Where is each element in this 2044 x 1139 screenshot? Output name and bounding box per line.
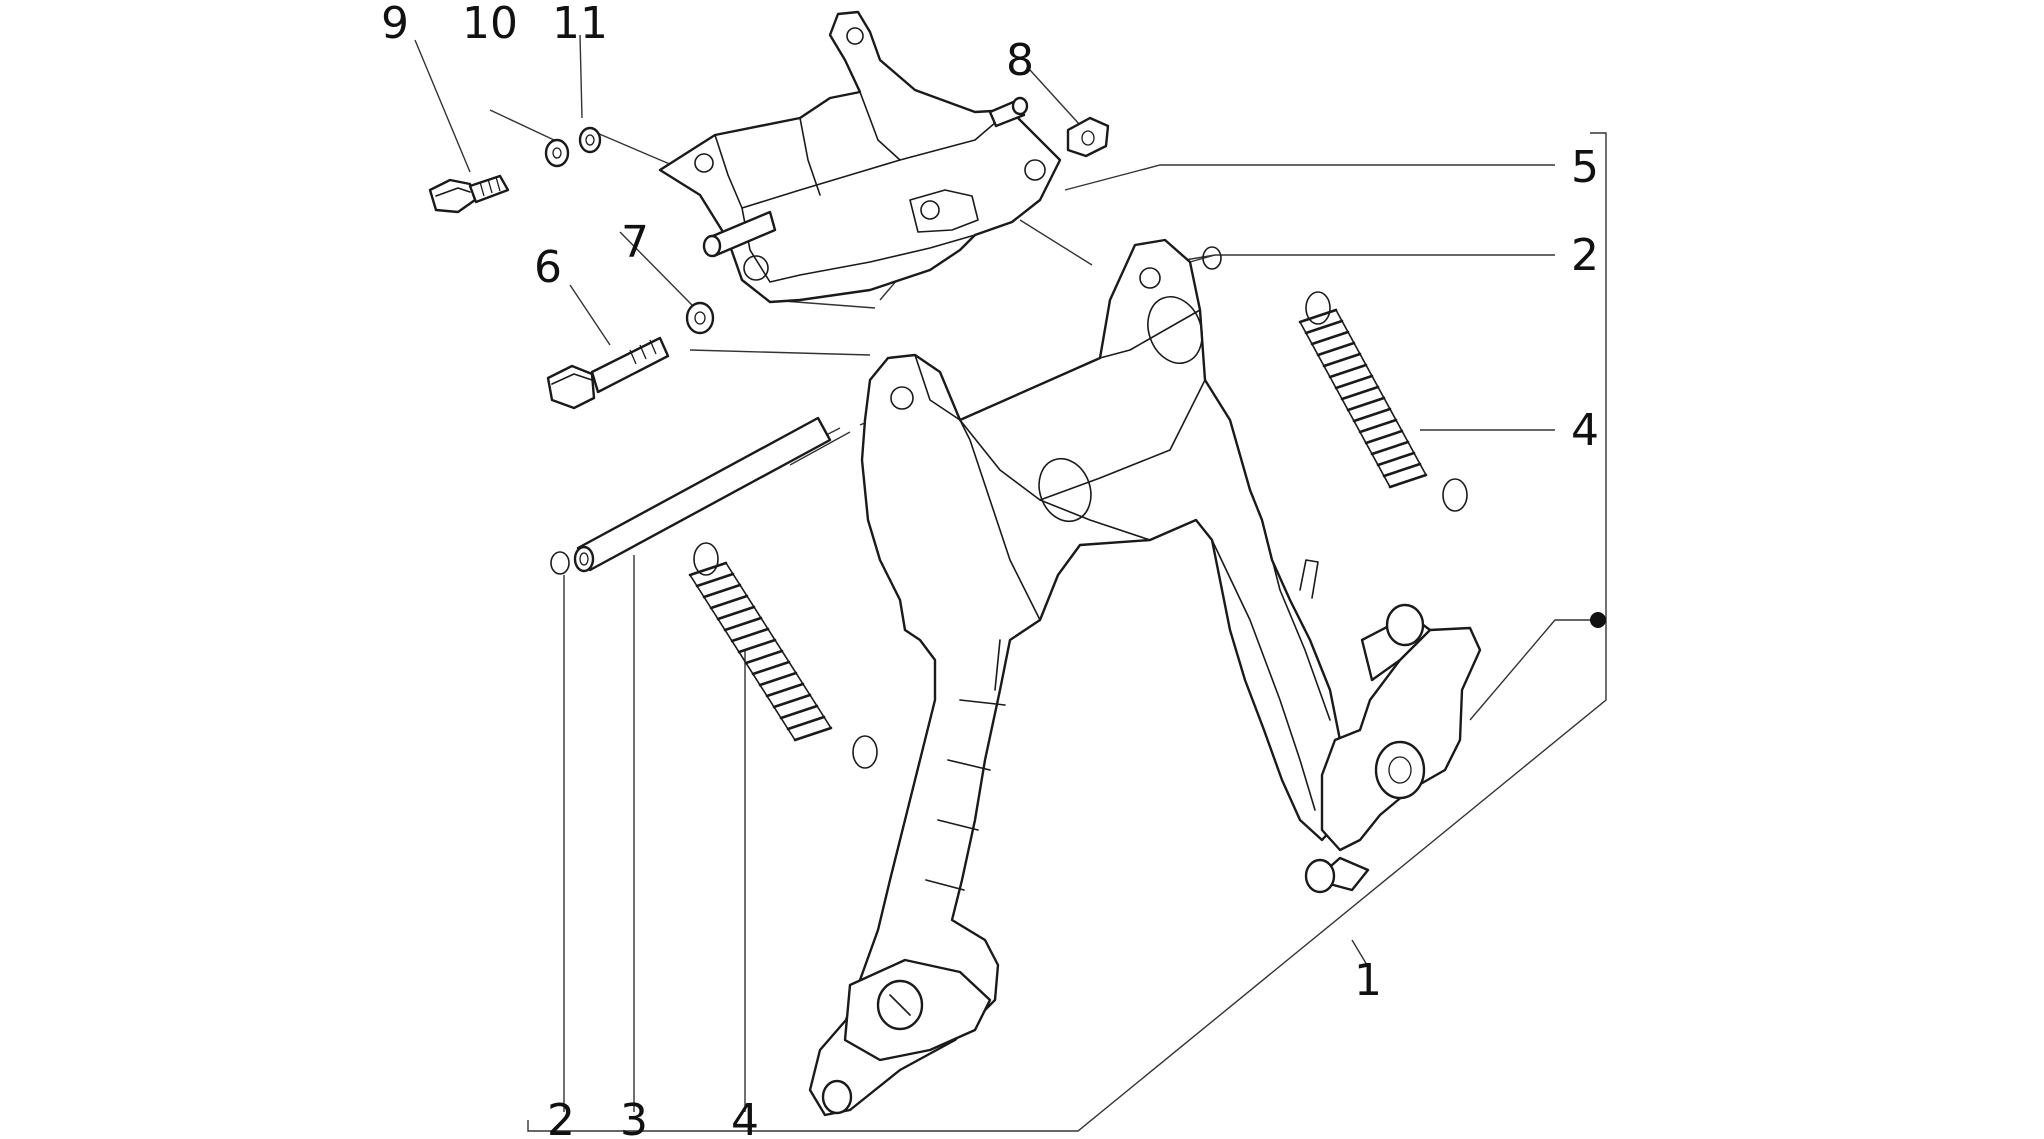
callout-numbers: 9 10 11 8 5 7 6 2 4 1 2 3 4 — [381, 0, 1599, 1139]
nut-8 — [1066, 116, 1110, 158]
callout-3: 3 — [620, 1095, 648, 1139]
washer-11 — [578, 126, 602, 154]
callout-7: 7 — [621, 217, 649, 268]
pin-3 — [573, 416, 832, 573]
bolt-6 — [546, 336, 670, 410]
callout-2a: 2 — [1571, 230, 1599, 281]
reference-dot — [1590, 612, 1606, 628]
callout-4b: 4 — [731, 1095, 759, 1139]
bracket-5 — [658, 10, 1062, 304]
callout-8: 8 — [1006, 35, 1034, 86]
circlip-2-upper — [1202, 246, 1222, 270]
callout-4a: 4 — [1571, 405, 1599, 456]
washer-7 — [685, 301, 715, 335]
callout-6: 6 — [534, 242, 562, 293]
spring-4-upper — [1298, 291, 1468, 512]
washer-10 — [544, 138, 570, 168]
callout-11: 11 — [552, 0, 608, 49]
circlip-2-lower — [550, 551, 570, 575]
assembly-bracket — [527, 132, 1607, 1132]
callout-10: 10 — [462, 0, 518, 49]
callout-1: 1 — [1354, 955, 1382, 1006]
spring-4-lower — [688, 542, 878, 769]
callout-5: 5 — [1571, 142, 1599, 193]
bolt-9 — [428, 174, 510, 214]
callout-9: 9 — [381, 0, 409, 49]
callout-2b: 2 — [547, 1095, 575, 1139]
center-stand-1 — [808, 238, 1482, 1117]
